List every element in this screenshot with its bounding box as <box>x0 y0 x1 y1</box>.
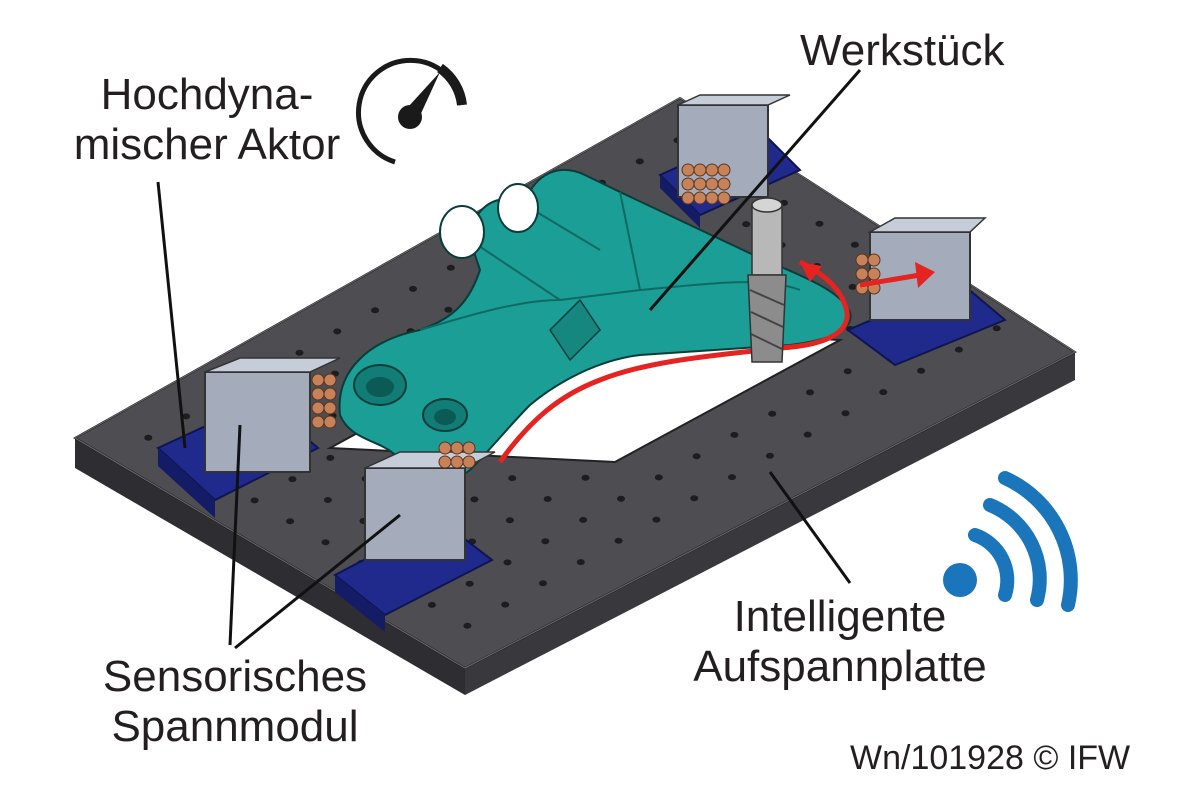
plate-hole <box>508 475 517 482</box>
plate-hole <box>505 517 514 524</box>
plate-hole <box>768 410 777 417</box>
milling-tool <box>747 197 787 363</box>
clamp-module-right <box>846 217 1007 367</box>
plate-hole <box>463 622 472 629</box>
clamp-module-top <box>658 94 802 228</box>
plate-hole <box>543 496 552 502</box>
plate-hole <box>841 410 850 417</box>
plate-hole <box>581 474 590 481</box>
plate-hole <box>444 306 453 313</box>
workpiece-part <box>338 168 852 482</box>
plate-hole <box>182 413 191 420</box>
leader-lines <box>156 69 862 650</box>
plate-hole <box>295 349 304 356</box>
plate-hole <box>323 497 332 503</box>
leader-module-front <box>234 513 401 650</box>
plate-hole <box>286 518 295 525</box>
module-label: Sensorisches Spannmodul <box>70 652 400 752</box>
plate-hole <box>879 389 888 396</box>
plate-hole <box>409 285 417 292</box>
plate-hole <box>635 158 644 165</box>
plate-hole <box>326 454 335 461</box>
plate-hole <box>728 474 736 481</box>
credit-label: Wn/101928 © IFW <box>850 739 1131 777</box>
plate-hole <box>465 580 474 587</box>
plate-hole <box>333 328 342 335</box>
plate-hole <box>250 497 259 504</box>
plate-label-line1: Intelligente <box>733 592 947 641</box>
plate-hole <box>321 539 330 546</box>
plate-label: Intelligente Aufspannplatte <box>660 592 1020 692</box>
plate-hole <box>843 368 852 375</box>
plate-hole <box>690 495 699 502</box>
plate-hole <box>742 221 751 228</box>
plate-hole <box>576 559 585 566</box>
plate-hole <box>806 389 814 396</box>
plate-hole <box>427 601 436 608</box>
plate-hole <box>541 538 550 545</box>
clamp-module-front <box>333 441 496 632</box>
leader-module-left <box>228 424 242 646</box>
plate-label-line2: Aufspannplatte <box>693 642 987 691</box>
plate-hole <box>692 453 701 460</box>
plate-hole <box>614 537 623 544</box>
speedometer-icon <box>356 57 467 165</box>
plate-hole <box>765 452 774 459</box>
plate-hole <box>954 346 963 353</box>
plate-hole <box>850 241 859 248</box>
actuator-label-line2: mischer Aktor <box>73 120 341 169</box>
plate-hole <box>617 495 625 502</box>
workpiece-label: Werkstück <box>800 26 1005 75</box>
plate-hole <box>539 580 547 587</box>
plate-hole <box>848 283 857 290</box>
plate-hole <box>815 220 824 227</box>
plate-hole <box>917 367 926 374</box>
module-label-line2: Spannmodul <box>111 702 359 751</box>
plate-hole <box>803 431 812 438</box>
plate-hole <box>144 434 153 441</box>
leader-workpiece <box>648 69 862 311</box>
leader-actuator <box>156 181 187 449</box>
actuator-label: Hochdyna- mischer Aktor <box>52 70 362 170</box>
plate-hole <box>503 559 512 566</box>
module-label-line1: Sensorisches <box>102 652 368 701</box>
plate-hole <box>992 325 1001 332</box>
leader-plate <box>768 471 852 584</box>
plate-hole <box>652 516 661 523</box>
wireless-signal-icon <box>943 471 1078 612</box>
plate-hole <box>579 516 588 523</box>
actuator-label-line1: Hochdyna- <box>100 70 314 119</box>
plate-hole <box>730 431 739 438</box>
plate-hole <box>501 601 510 608</box>
plate-hole <box>654 474 663 481</box>
plate-hole <box>288 476 297 483</box>
plate-hole <box>470 496 479 503</box>
plate-hole <box>446 264 455 271</box>
plate-hole <box>371 307 380 314</box>
